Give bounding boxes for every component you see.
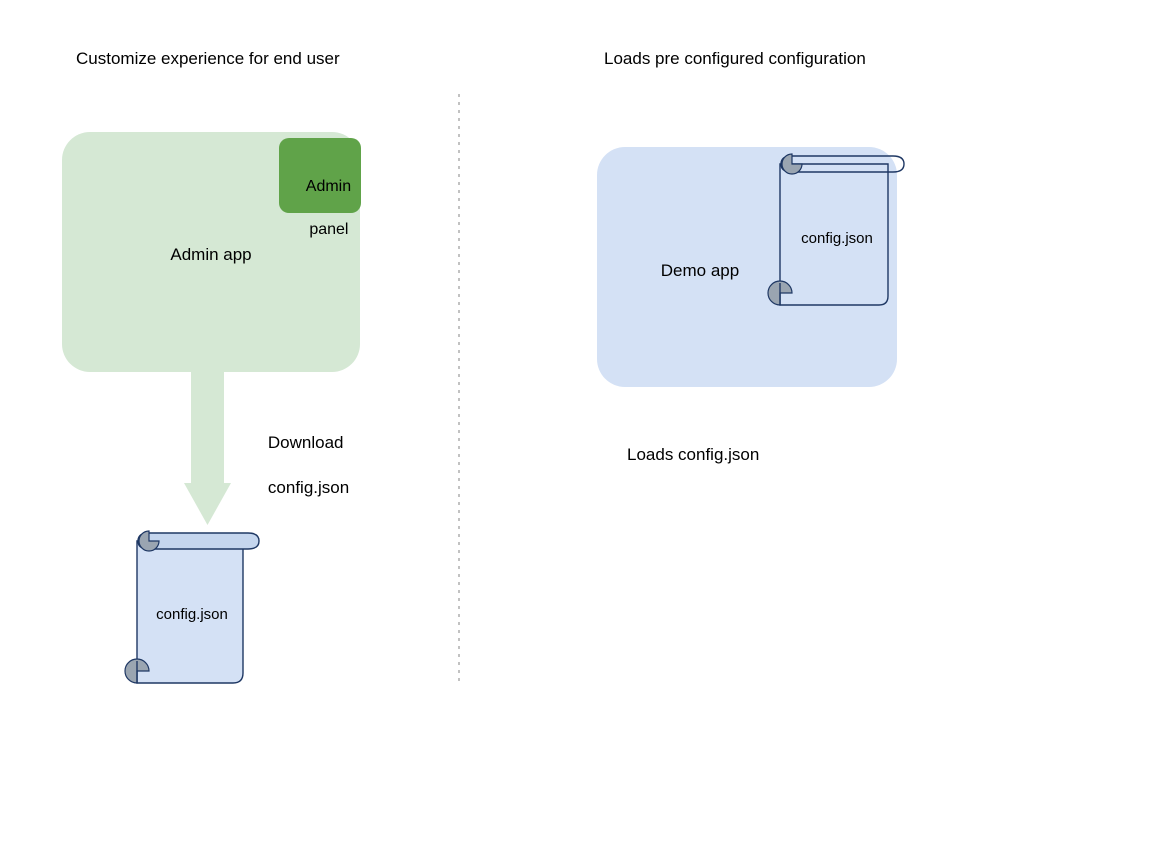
- right-document-label: config.json: [801, 230, 873, 247]
- admin-panel-label-line1: Admin: [305, 178, 352, 196]
- admin-panel-box[interactable]: [279, 138, 361, 213]
- right-config-document[interactable]: [767, 153, 905, 306]
- download-arrow-label: Download config.json: [249, 409, 349, 522]
- left-document-bottom-knob: [124, 658, 150, 684]
- right-document-body: [779, 163, 889, 306]
- left-section-title: Customize experience for end user: [76, 49, 340, 68]
- left-document-top-knob: [138, 530, 160, 552]
- right-document-bottom-knob: [767, 280, 793, 306]
- download-arrow-label-line2: config.json: [267, 477, 350, 497]
- demo-app-label: Demo app: [660, 261, 740, 280]
- download-arrow-label-line1: Download: [267, 432, 344, 452]
- demo-app-box[interactable]: [597, 147, 897, 387]
- left-config-document[interactable]: [124, 530, 260, 684]
- admin-panel-label: Admin panel: [279, 155, 361, 261]
- left-document-body: [136, 540, 244, 684]
- left-document-label: config.json: [156, 606, 228, 623]
- loads-config-caption: Loads config.json: [627, 445, 760, 464]
- right-document-top-roll: [780, 155, 905, 173]
- download-arrow: [184, 372, 231, 525]
- admin-app-label: Admin app: [170, 245, 252, 264]
- admin-panel-label-line2: panel: [309, 220, 349, 238]
- left-document-top-roll: [137, 532, 260, 550]
- right-section-title: Loads pre configured configuration: [604, 49, 866, 68]
- right-document-top-knob: [781, 153, 803, 175]
